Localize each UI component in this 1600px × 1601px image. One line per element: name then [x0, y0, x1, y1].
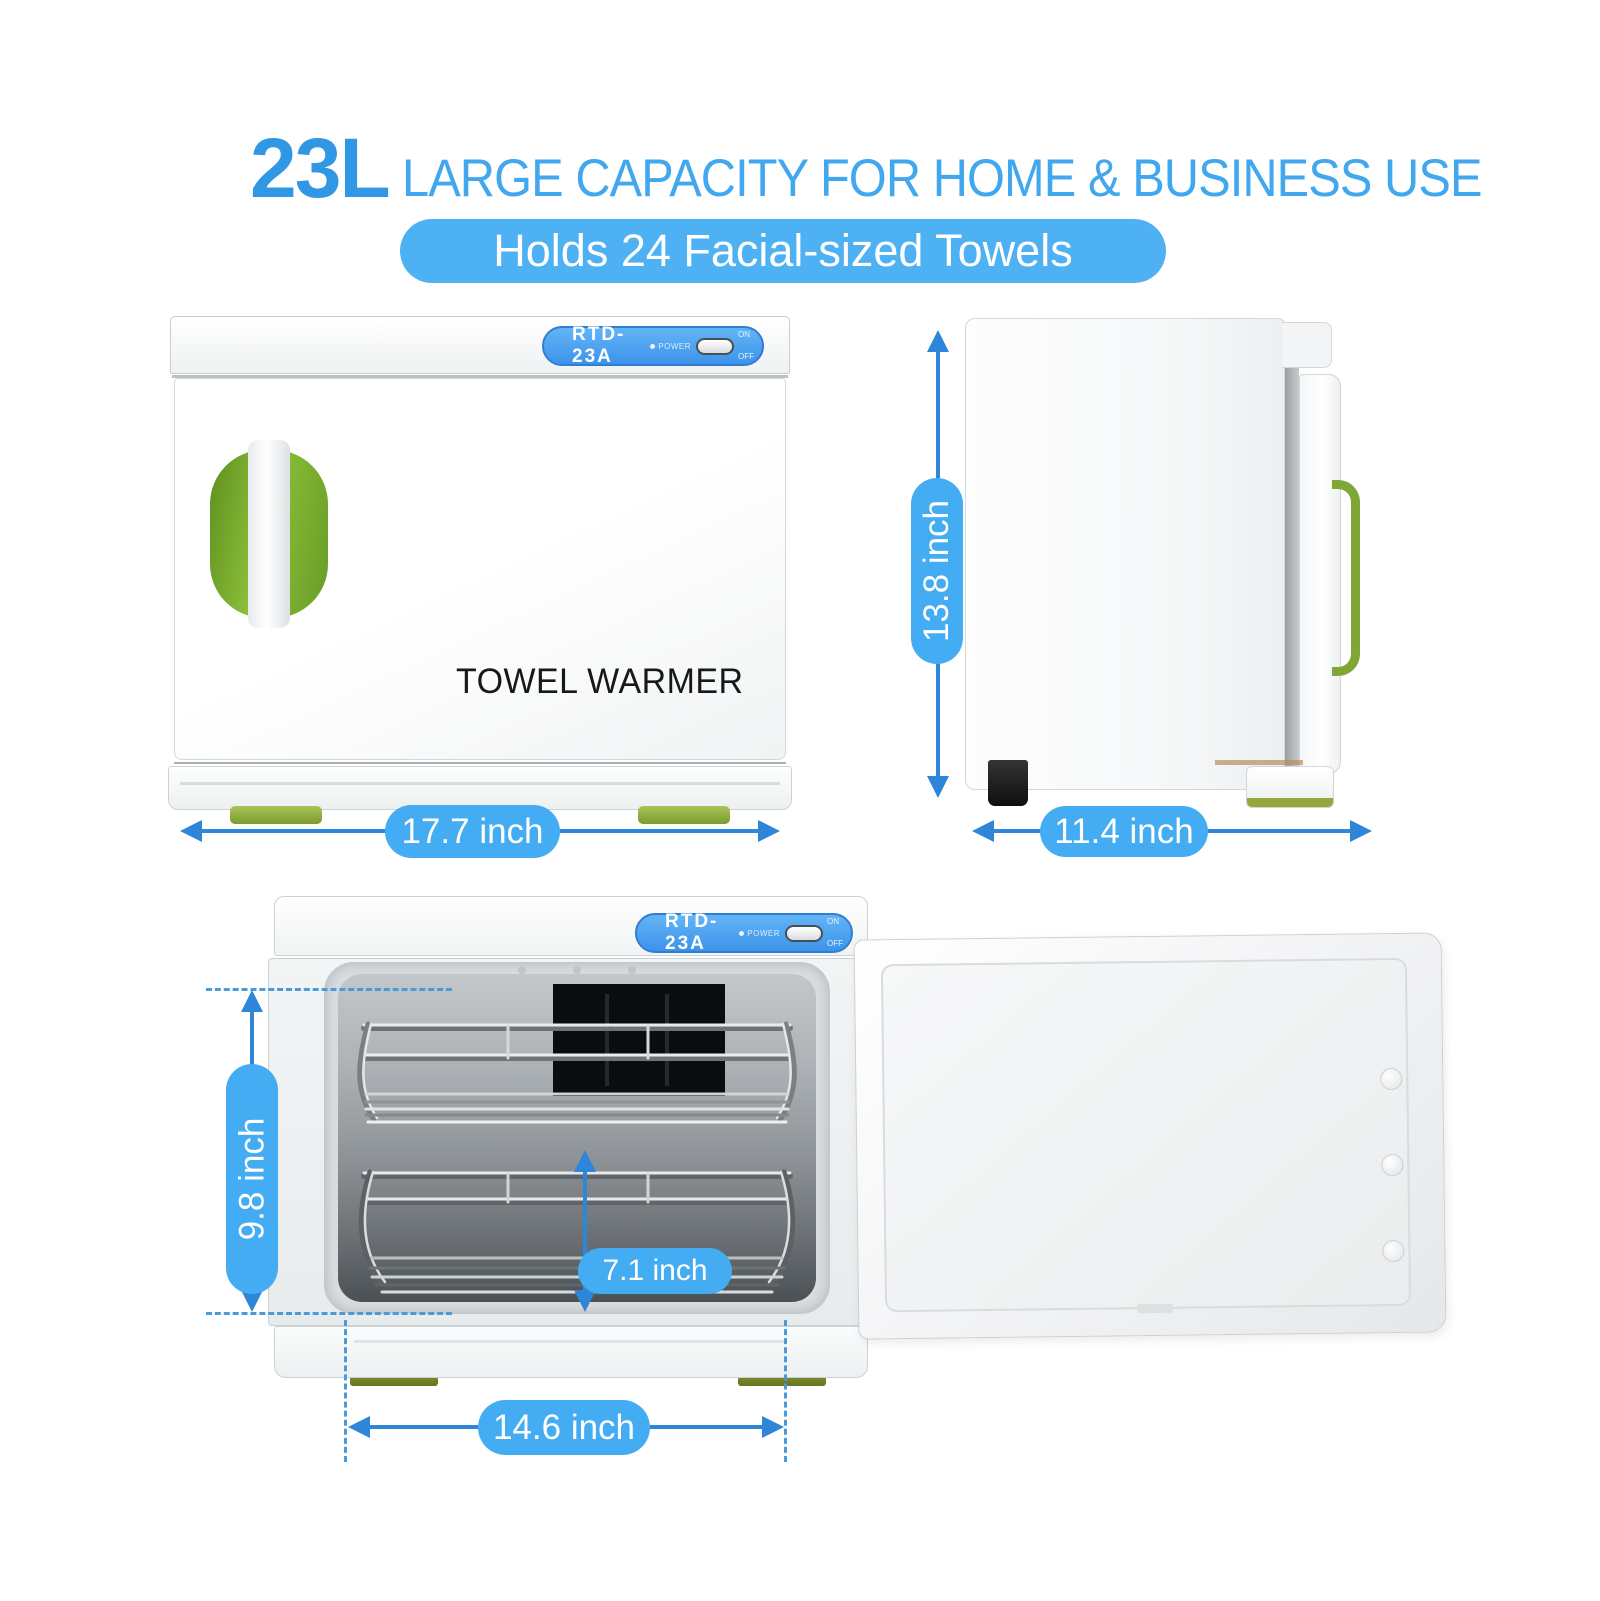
power-label: POWER	[658, 341, 691, 351]
off-label: OFF	[827, 939, 843, 948]
interior-height-label: 9.8 inch	[226, 1064, 278, 1294]
front-base	[168, 766, 792, 810]
side-foot-black	[988, 760, 1028, 806]
interior-depth-label: 7.1 inch	[578, 1248, 732, 1294]
dash-line-right	[784, 1320, 787, 1462]
dash-line-left	[344, 1320, 347, 1462]
base-seam	[174, 762, 786, 764]
arrow-right-icon	[758, 820, 780, 842]
power-toggle-icon	[696, 337, 734, 355]
side-body	[965, 318, 1285, 790]
front-foot-left	[230, 806, 322, 824]
power-indicator: POWER ON OFF	[739, 918, 851, 948]
side-panel-step	[1282, 322, 1332, 368]
arrow-left-icon	[348, 1416, 370, 1438]
open-base	[274, 1326, 868, 1378]
open-base-groove	[354, 1340, 784, 1343]
dash-line-top	[206, 988, 452, 991]
arrow-up-icon	[574, 1150, 596, 1172]
headline-title: LARGE CAPACITY FOR HOME & BUSINESS USE	[402, 149, 1482, 208]
handle-strap	[248, 440, 290, 628]
front-top-panel: RTD-23A POWER ON OFF	[170, 316, 790, 374]
interior-chamber	[338, 974, 816, 1302]
door-bump-icon	[1382, 1239, 1405, 1263]
dash-line-bottom	[206, 1312, 452, 1315]
door-inner-panel	[880, 957, 1412, 1313]
side-door-edge	[1299, 374, 1341, 774]
front-foot-right	[638, 806, 730, 824]
arrow-left-icon	[972, 820, 994, 842]
open-top-panel: RTD-23A POWER ON OFF	[274, 896, 868, 956]
interior-width-label: 14.6 inch	[478, 1400, 650, 1455]
door-latch	[1137, 1303, 1174, 1314]
arrow-up-icon	[927, 330, 949, 352]
door-bump-icon	[1381, 1153, 1404, 1177]
arrow-left-icon	[180, 820, 202, 842]
power-indicator: POWER ON OFF	[650, 331, 762, 361]
power-label: POWER	[747, 928, 780, 938]
arrow-up-icon	[241, 990, 263, 1012]
model-badge: RTD-23A	[572, 324, 626, 367]
side-bottom-seam	[1215, 760, 1303, 765]
off-label: OFF	[738, 352, 754, 361]
side-foot-right	[1246, 766, 1334, 808]
side-door-seam	[1285, 368, 1299, 768]
arrow-right-icon	[762, 1416, 784, 1438]
panel-seam	[172, 375, 788, 378]
door-handle	[210, 440, 328, 628]
on-label: ON	[827, 917, 839, 926]
power-indicator-dot	[739, 930, 745, 936]
arrow-down-icon	[574, 1290, 596, 1312]
wire-racks	[357, 1021, 797, 1294]
open-view: RTD-23A POWER ON OFF	[268, 890, 874, 1394]
screw-icon	[573, 966, 581, 974]
subtitle-pill: Holds 24 Facial-sized Towels	[400, 219, 1166, 283]
front-width-label: 17.7 inch	[385, 805, 560, 858]
front-view: RTD-23A POWER ON OFF TOWEL WARMER	[168, 314, 792, 826]
base-groove	[180, 782, 780, 785]
arrow-down-icon	[241, 1290, 263, 1312]
side-handle-icon	[1332, 480, 1360, 676]
arrow-right-icon	[1350, 820, 1372, 842]
depth-label: 11.4 inch	[1040, 806, 1208, 857]
height-label: 13.8 inch	[911, 478, 963, 664]
arrow-down-icon	[927, 776, 949, 798]
on-label: ON	[738, 330, 750, 339]
power-indicator-dot	[650, 343, 656, 349]
heating-element	[553, 984, 725, 1096]
door-bump-icon	[1380, 1067, 1403, 1091]
screw-icon	[628, 966, 636, 974]
side-view	[960, 308, 1380, 812]
screw-icon	[518, 966, 526, 974]
model-badge: RTD-23A	[665, 911, 719, 954]
control-panel: RTD-23A POWER ON OFF	[635, 911, 853, 954]
capacity-headline: 23L	[250, 121, 391, 215]
control-panel: RTD-23A POWER ON OFF	[542, 324, 764, 367]
towel-warmer-label: TOWEL WARMER	[456, 662, 744, 701]
power-toggle-icon	[785, 924, 823, 942]
interior-depth-arrow-line	[583, 1156, 587, 1308]
open-door	[853, 932, 1447, 1340]
